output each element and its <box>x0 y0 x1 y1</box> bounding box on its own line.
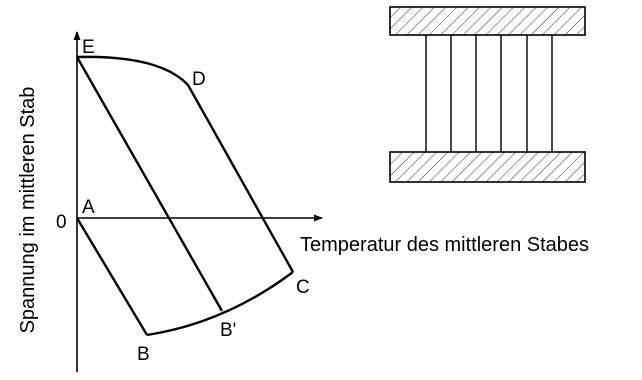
segment-e-b-prime <box>75 56 224 312</box>
y-axis-label: Spannung im mittleren Stab <box>17 87 39 334</box>
bottom-clamp-plate <box>389 151 586 183</box>
bar-assembly-schematic <box>389 6 586 183</box>
segment-c-d <box>186 84 295 273</box>
segment-d-e <box>76 55 189 86</box>
point-label-e: E <box>82 37 95 58</box>
point-label-b: B <box>137 344 150 365</box>
point-label-a: A <box>82 197 95 218</box>
segment-b-c <box>146 271 294 337</box>
segment-a-b <box>75 217 149 336</box>
x-axis-label: Temperatur des mittleren Stabes <box>300 234 589 256</box>
point-label-b-prime: B' <box>220 320 236 341</box>
point-label-c: C <box>296 277 310 298</box>
origin-label: 0 <box>56 212 67 233</box>
point-label-d: D <box>192 69 206 90</box>
top-clamp-plate <box>389 6 586 36</box>
